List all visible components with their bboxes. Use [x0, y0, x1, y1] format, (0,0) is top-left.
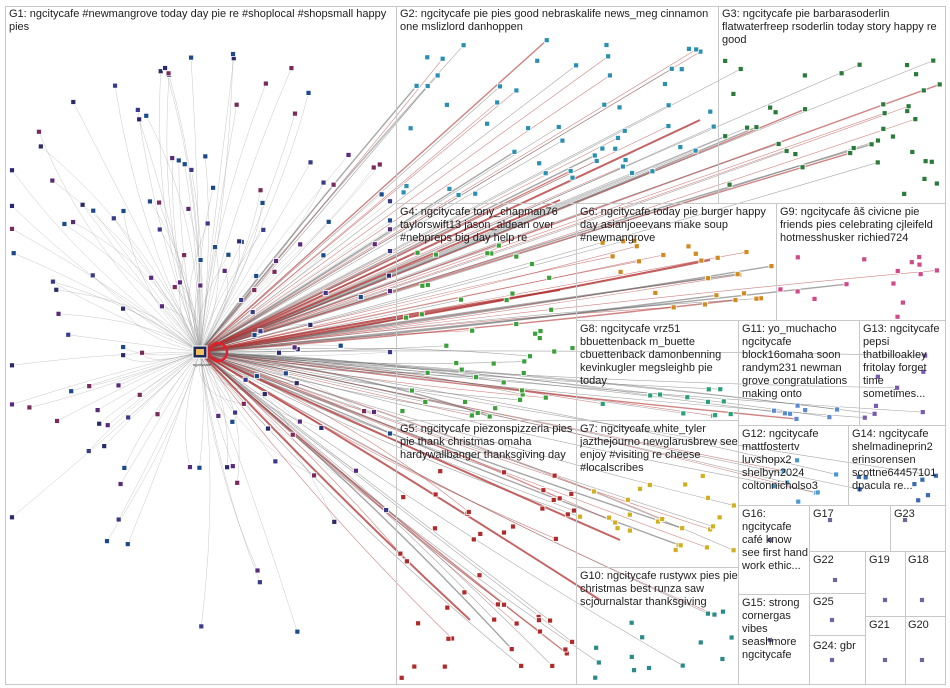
- group-label-g24: G24: gbr: [813, 640, 865, 653]
- group-label-g1: G1: ngcitycafe #newmangrove today day pi…: [9, 8, 395, 34]
- group-label-g4: G4: ngcitycafe tony_chapman76 taylorswif…: [400, 206, 576, 245]
- group-label-g14: G14: ngcitycafe shelmadineprin2 erinsore…: [852, 428, 945, 493]
- group-label-g6: G6: ngcitycafe today pie burger happy da…: [580, 206, 776, 245]
- group-label-g2: G2: ngcitycafe pie pies good nebraskalif…: [400, 8, 716, 34]
- group-label-g18: G18: [908, 554, 944, 567]
- group-label-g17: G17: [813, 508, 853, 521]
- group-label-g23: G23: [894, 508, 944, 521]
- group-label-g22: G22: [813, 554, 863, 567]
- group-box-g2: [396, 6, 719, 204]
- group-box-g1: [5, 6, 397, 685]
- group-label-g25: G25: [813, 596, 863, 609]
- group-label-g8: G8: ngcitycafe vrz51 bbuettenback m_buet…: [580, 323, 738, 388]
- group-label-g20: G20: [908, 619, 944, 632]
- group-label-g13: G13: ngcitycafe pepsi thatbilloakley fri…: [863, 323, 945, 401]
- group-label-g21: G21: [869, 619, 905, 632]
- group-label-g12: G12: ngcitycafe mattfostertv luvshopx2 s…: [742, 428, 848, 493]
- group-label-g7: G7: ngcitycafe white_tyler jazthejourno …: [580, 423, 738, 475]
- group-label-g3: G3: ngcitycafe pie barbarasoderlin flatw…: [722, 8, 944, 47]
- group-label-g9: G9: ngcitycafe âš civicne pie friends pi…: [780, 206, 945, 245]
- group-label-g10: G10: ngcitycafe rustywx pies pie christm…: [580, 570, 738, 609]
- group-label-g15: G15: strong cornergas vibes seashmore ng…: [742, 597, 809, 662]
- group-label-g16: G16: ngcitycafe café know see first hand…: [742, 508, 809, 573]
- group-label-g5: G5: ngcitycafe piezonspizzeria pies pie …: [400, 423, 576, 462]
- group-label-g19: G19: [869, 554, 905, 567]
- group-label-g11: G11: yo_muchacho ngcitycafe block16omaha…: [742, 323, 859, 401]
